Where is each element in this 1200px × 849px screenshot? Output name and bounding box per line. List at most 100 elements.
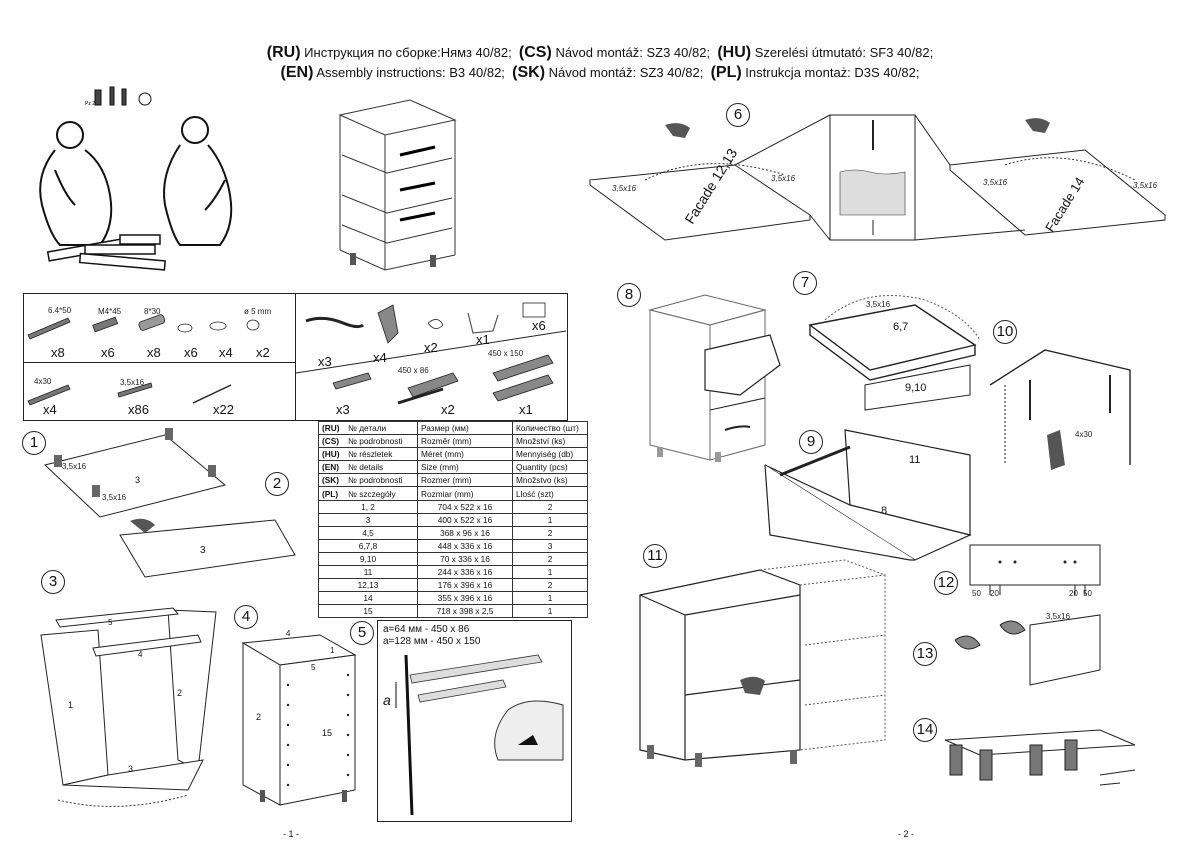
hw-qty: x2	[424, 340, 438, 355]
spec-cell: 368 x 96 x 16	[417, 525, 513, 540]
drill-icon	[1047, 430, 1065, 470]
hardware-divider-v	[295, 293, 296, 420]
step-number: 3	[41, 570, 65, 594]
hw-qty: x3	[336, 402, 350, 417]
pz-label: Pz 2	[85, 101, 95, 107]
spec-header-cell: Количество (шт)	[512, 420, 588, 436]
hw-qty: x2	[441, 402, 455, 417]
hook-icon	[467, 312, 499, 334]
spec-header-cell: (RU)	[318, 420, 345, 436]
spec-header-cell: № podrobnosti	[345, 473, 418, 488]
leg-icon	[377, 304, 399, 344]
spec-header-cell: № részletek	[345, 447, 418, 462]
hw-qty: x3	[318, 354, 332, 369]
hw-qty: x6	[532, 318, 546, 333]
handle-icon	[305, 316, 364, 329]
spec-cell: 400 x 522 x 16	[417, 512, 513, 527]
spec-header-cell: Quantity (pcs)	[512, 460, 588, 475]
step7-drawer-illustration	[808, 295, 981, 411]
hw-size: ø 5 mm	[244, 307, 272, 316]
spec-cell: 70 x 336 x 16	[417, 551, 513, 567]
spec-cell: 2	[512, 499, 588, 514]
step1-board-illustration	[43, 428, 227, 518]
part-label: 3	[200, 545, 206, 556]
step8-cabinet-illustration	[648, 294, 781, 462]
dim-label: 50	[1083, 589, 1092, 598]
bolt-icon	[92, 316, 119, 333]
drill-icon	[740, 676, 765, 695]
step5-runner-illustration	[395, 654, 564, 816]
part-label: 4	[286, 629, 291, 638]
tools-icon	[94, 86, 152, 106]
hw-size: M4*45	[98, 307, 122, 316]
spec-header-cell: № podrobnosti	[345, 434, 418, 449]
part-label: 15	[322, 728, 333, 738]
runner-icon	[492, 354, 554, 382]
hw-size: 450 x 86	[398, 366, 429, 375]
step-number: 11	[643, 544, 667, 568]
spec-cell: 9,10	[318, 551, 418, 567]
spec-cell: 12,13	[318, 578, 418, 593]
screw-label: 3,5x16	[1133, 181, 1158, 190]
hw-size: 8*30	[144, 307, 161, 316]
hw-size: 450 x 150	[488, 349, 524, 358]
step-number: 1	[22, 431, 46, 455]
screw-label: 3,5x16	[983, 178, 1008, 187]
step-number: 6	[726, 103, 750, 127]
step10-cabinet-top-illustration	[989, 349, 1131, 470]
spec-header-cell: № szczegóły	[345, 486, 418, 501]
step5-rule-1: a=64 мм - 450 x 86	[383, 624, 470, 635]
screw-label: 3,5x16	[612, 184, 637, 193]
spec-cell: 718 x 398 x 2,5	[417, 604, 513, 619]
spec-cell: 14	[318, 591, 418, 606]
spec-cell: 176 x 396 x 16	[417, 578, 513, 593]
part-label: 2	[177, 688, 183, 698]
spec-header-cell: Méret (mm)	[417, 447, 513, 462]
wood-grain-detail	[839, 169, 906, 216]
spec-header-cell: № детали	[345, 420, 418, 436]
hw-qty: x6	[101, 345, 115, 360]
spec-cell: 4,5	[318, 525, 418, 540]
step-number: 12	[934, 571, 958, 595]
part-label: 3	[135, 475, 141, 485]
screw-icon	[117, 382, 153, 398]
nail-icon	[192, 384, 232, 404]
hw-size: 6.4*50	[48, 306, 72, 315]
hw-qty: x8	[147, 345, 161, 360]
page-number: - 2 -	[898, 829, 915, 839]
part-label: 1	[330, 646, 335, 655]
step-number: 14	[913, 718, 937, 742]
hw-qty: x2	[256, 345, 270, 360]
part-label: 5	[108, 618, 113, 627]
step14-base-illustration	[944, 729, 1136, 786]
dim-label: 20	[990, 589, 999, 598]
spec-cell: 2	[512, 551, 588, 567]
spec-header-cell: Rozmiar (mm)	[417, 486, 513, 501]
screw-label: 3,5x16	[1046, 612, 1071, 621]
hw-qty: x8	[51, 345, 65, 360]
step11-cabinet-illustration	[639, 559, 886, 767]
spec-header-cell: Rozmer (mm)	[417, 473, 513, 488]
spec-cell: 704 x 522 x 16	[417, 499, 513, 514]
hw-qty: x1	[519, 402, 533, 417]
spec-cell: 1	[512, 512, 588, 527]
screw-label: 3,5x16	[102, 493, 127, 502]
rail-icon	[332, 372, 372, 390]
part-label: 3	[128, 764, 134, 774]
step-number: 4	[234, 605, 258, 629]
washer-icon	[177, 323, 193, 333]
part-label: 6,7	[893, 321, 909, 333]
screw-icon	[27, 317, 71, 340]
step5-box	[377, 620, 572, 822]
two-persons-illustration: Pz 2	[39, 86, 233, 271]
plate-icon	[522, 302, 546, 318]
hw-qty: x22	[213, 402, 234, 417]
spec-header-cell: Mennyiség (db)	[512, 447, 588, 462]
page-number: - 1 -	[283, 829, 300, 839]
step13-hinge-illustration	[954, 614, 1101, 686]
